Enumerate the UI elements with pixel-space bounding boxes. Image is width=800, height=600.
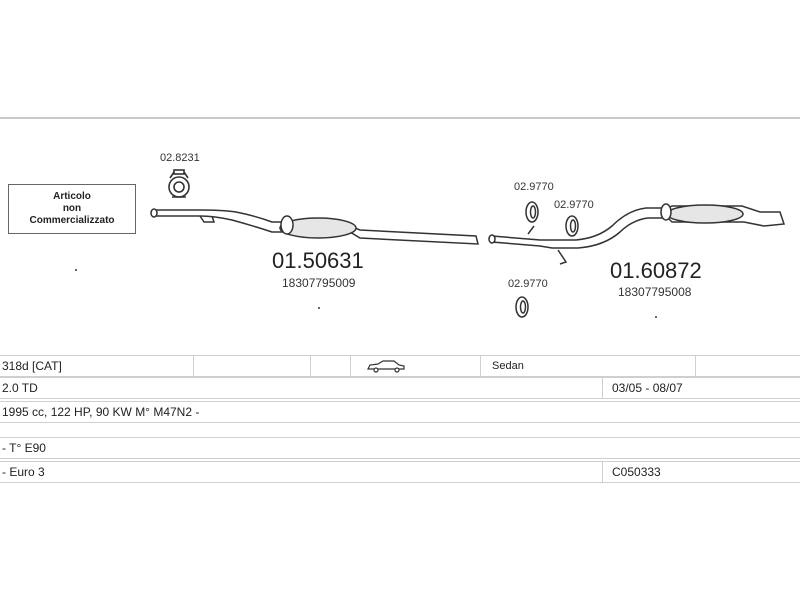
table-row: 1995 cc, 122 HP, 90 KW M° M47N2 - (0, 401, 800, 423)
marker-dot (318, 307, 320, 309)
clamp-top-code[interactable]: 02.8231 (160, 152, 200, 164)
table-row: - T° E90 (0, 437, 800, 459)
marker-dot (655, 316, 657, 318)
note-line-3: Commercializzato (29, 215, 115, 226)
clamp-icon[interactable] (168, 169, 190, 198)
type-cell: - T° E90 (2, 441, 46, 455)
marker-dot (75, 269, 77, 271)
specs-cell: 1995 cc, 122 HP, 90 KW M° M47N2 - (2, 405, 200, 419)
car-sedan-icon (366, 356, 406, 376)
catalog-code-cell: C050333 (612, 465, 661, 479)
gasket-c-code[interactable]: 02.9770 (508, 278, 548, 290)
engine-cell: 2.0 TD (2, 381, 38, 395)
rear-silencer-icon[interactable] (488, 203, 786, 265)
muffler-oem: 18307795008 (618, 285, 692, 299)
table-row: - Euro 3 C050333 (0, 461, 800, 483)
note-line-1: Articolo (53, 191, 91, 202)
muffler-code[interactable]: 01.60872 (610, 258, 702, 283)
intermediate-pipe-icon[interactable] (150, 208, 479, 245)
body-type-cell: Sedan (492, 360, 524, 372)
gasket-icon[interactable] (525, 201, 539, 223)
rear-section-oem: 18307795009 (282, 276, 356, 290)
model-cell: 318d [CAT] (2, 359, 62, 373)
exhaust-diagram: 02.8231 01.50631 18307795009 02.9770 02.… (150, 152, 786, 318)
gasket-a-code[interactable]: 02.9770 (514, 181, 554, 193)
emission-cell: - Euro 3 (2, 465, 45, 479)
table-row: 2.0 TD 03/05 - 08/07 (0, 377, 800, 399)
rear-section-code[interactable]: 01.50631 (272, 248, 364, 273)
top-divider (0, 117, 800, 119)
table-row: 318d [CAT] Sedan (0, 355, 800, 377)
not-sold-note: Articolo non Commercializzato (8, 184, 136, 234)
gasket-icon[interactable] (565, 215, 579, 237)
note-line-2: non (62, 203, 82, 214)
gasket-icon[interactable] (515, 296, 529, 318)
period-cell: 03/05 - 08/07 (612, 381, 683, 395)
gasket-b-code[interactable]: 02.9770 (554, 199, 594, 211)
